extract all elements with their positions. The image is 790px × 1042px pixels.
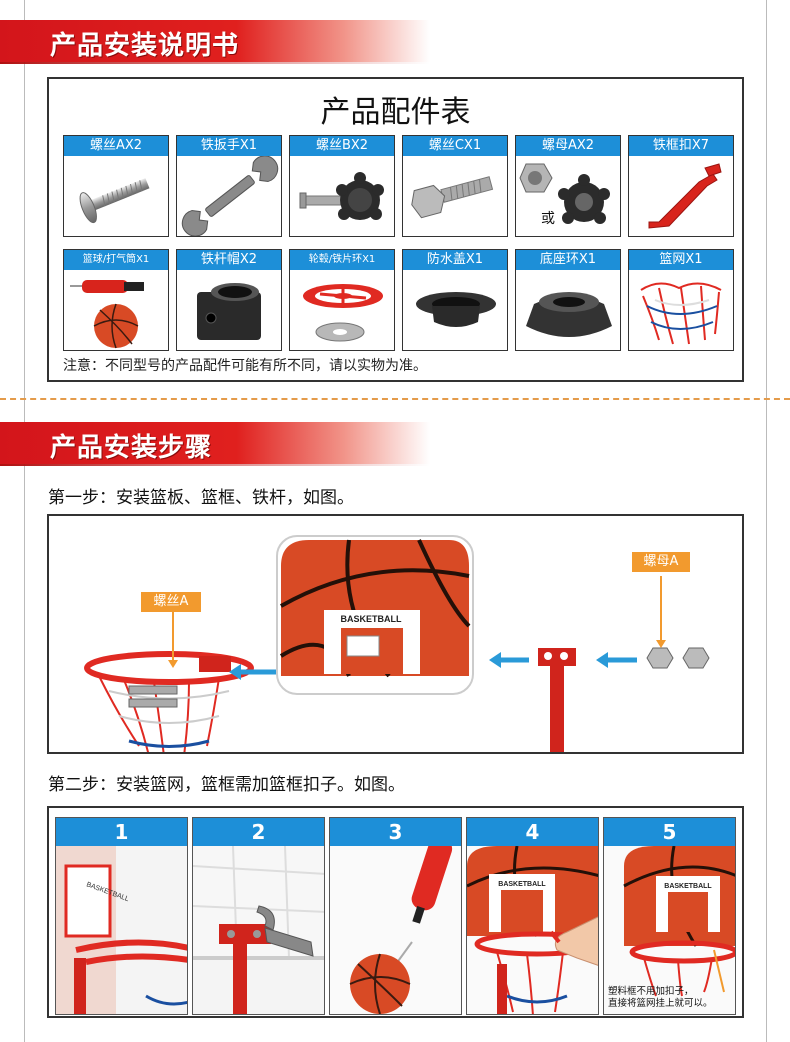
part-label: 篮网X1 bbox=[629, 250, 733, 270]
part-pole-cap: 铁杆帽X2 bbox=[176, 249, 282, 351]
part-label: 螺丝CX1 bbox=[403, 136, 507, 156]
panel4-drawing: BASKETBALL bbox=[467, 846, 598, 1014]
part-label: 防水盖X1 bbox=[403, 250, 507, 270]
step1-illustration: BASKETBALL 螺丝A 螺母A bbox=[47, 514, 744, 754]
parts-note: 注意：不同型号的产品配件可能有所不同，请以实物为准。 bbox=[63, 358, 427, 374]
part-ball-pump: 篮球/打气筒X1 bbox=[63, 249, 169, 351]
panel-number: 3 bbox=[330, 818, 461, 846]
panel-number: 5 bbox=[604, 818, 735, 846]
panel-number: 1 bbox=[56, 818, 187, 846]
steps-title: 产品安装步骤 bbox=[50, 433, 213, 463]
nut-icon bbox=[519, 163, 610, 224]
step2-panel-1: 1 BASKETBALL bbox=[55, 817, 188, 1015]
part-label: 螺丝AX2 bbox=[64, 136, 168, 156]
part-wrench: 铁扳手X1 bbox=[176, 135, 282, 237]
steps-title-banner: 产品安装步骤 bbox=[0, 422, 430, 466]
step2-text: 第二步：安装篮网，篮框需加篮框扣子。如图。 bbox=[48, 775, 405, 795]
part-label: 螺丝BX2 bbox=[290, 136, 394, 156]
parts-table: 产品配件表 螺丝AX2 铁扳手X1 bbox=[47, 77, 744, 382]
step2-panel-5: 5 BASKETBALL 塑料框不用加扣子， 直接将篮网挂上就可以。 bbox=[603, 817, 736, 1015]
net-icon bbox=[640, 282, 722, 345]
part-rim-clip: 铁框扣X7 bbox=[628, 135, 734, 237]
hub-ring-icon bbox=[303, 284, 383, 342]
screw-a-tag: 螺丝A bbox=[141, 592, 201, 612]
panel5-backboard-text: BASKETBALL bbox=[664, 883, 712, 890]
part-label: 铁扳手X1 bbox=[177, 136, 281, 156]
manual-title-banner: 产品安装说明书 bbox=[0, 20, 430, 64]
step1-text: 第一步：安装篮板、篮框、铁杆，如图。 bbox=[48, 488, 354, 508]
parts-table-title: 产品配件表 bbox=[320, 95, 471, 130]
panel-number: 4 bbox=[467, 818, 598, 846]
manual-title: 产品安装说明书 bbox=[50, 31, 240, 61]
part-label: 螺母AX2 bbox=[516, 136, 620, 156]
left-guide-line bbox=[24, 0, 25, 1042]
part-label: 铁杆帽X2 bbox=[177, 250, 281, 270]
base-ring-icon bbox=[526, 292, 612, 337]
pole-cap-icon bbox=[197, 283, 261, 340]
ball-pump-icon bbox=[70, 280, 144, 349]
part-bolt-a: 螺丝AX2 bbox=[63, 135, 169, 237]
part-nut-a: 螺母AX2 或 bbox=[515, 135, 621, 237]
part-label: 篮球/打气筒X1 bbox=[64, 250, 168, 270]
part-label: 铁框扣X7 bbox=[629, 136, 733, 156]
section-divider bbox=[0, 398, 790, 400]
step2-panel-3: 3 bbox=[329, 817, 462, 1015]
panel4-backboard-text: BASKETBALL bbox=[498, 881, 546, 888]
knob-bolt-icon bbox=[299, 172, 384, 220]
part-base-ring: 底座环X1 bbox=[515, 249, 621, 351]
part-bolt-c: 螺丝CX1 bbox=[402, 135, 508, 237]
panel5-tip-line2: 直接将篮网挂上就可以。 bbox=[608, 998, 713, 1009]
step2-panel-4: 4 BASKETBALL bbox=[466, 817, 599, 1015]
backboard-text: BASKETBALL bbox=[341, 614, 402, 624]
part-net: 篮网X1 bbox=[628, 249, 734, 351]
panel3-drawing bbox=[330, 846, 461, 1014]
rim-clip-icon bbox=[648, 163, 722, 229]
panel5-drawing: BASKETBALL bbox=[604, 846, 735, 1014]
right-guide-line bbox=[766, 0, 767, 1042]
bolt-a-icon bbox=[79, 178, 150, 224]
part-hub-ring: 轮毂/铁片环X1 bbox=[289, 249, 395, 351]
part-label: 底座环X1 bbox=[516, 250, 620, 270]
part-label: 轮毂/铁片环X1 bbox=[290, 250, 394, 270]
step2-panel-2: 2 bbox=[192, 817, 325, 1015]
nut-a-tag: 螺母A bbox=[632, 552, 690, 572]
panel5-tip-line1: 塑料框不用加扣子， bbox=[608, 986, 694, 997]
nut-or-text: 或 bbox=[541, 211, 555, 227]
waterproof-cap-icon bbox=[416, 292, 496, 327]
part-waterproof-cap: 防水盖X1 bbox=[402, 249, 508, 351]
hex-bolt-icon bbox=[411, 176, 494, 219]
step2-illustration: 1 BASKETBALL 2 3 bbox=[47, 806, 744, 1018]
panel5-tip: 塑料框不用加扣子， 直接将篮网挂上就可以。 bbox=[608, 986, 713, 1010]
step1-diagram: BASKETBALL bbox=[84, 535, 710, 752]
panel2-drawing bbox=[193, 846, 324, 1014]
panel-number: 2 bbox=[193, 818, 324, 846]
wrench-icon bbox=[181, 156, 279, 236]
part-bolt-b: 螺丝BX2 bbox=[289, 135, 395, 237]
panel1-drawing: BASKETBALL bbox=[56, 846, 187, 1014]
